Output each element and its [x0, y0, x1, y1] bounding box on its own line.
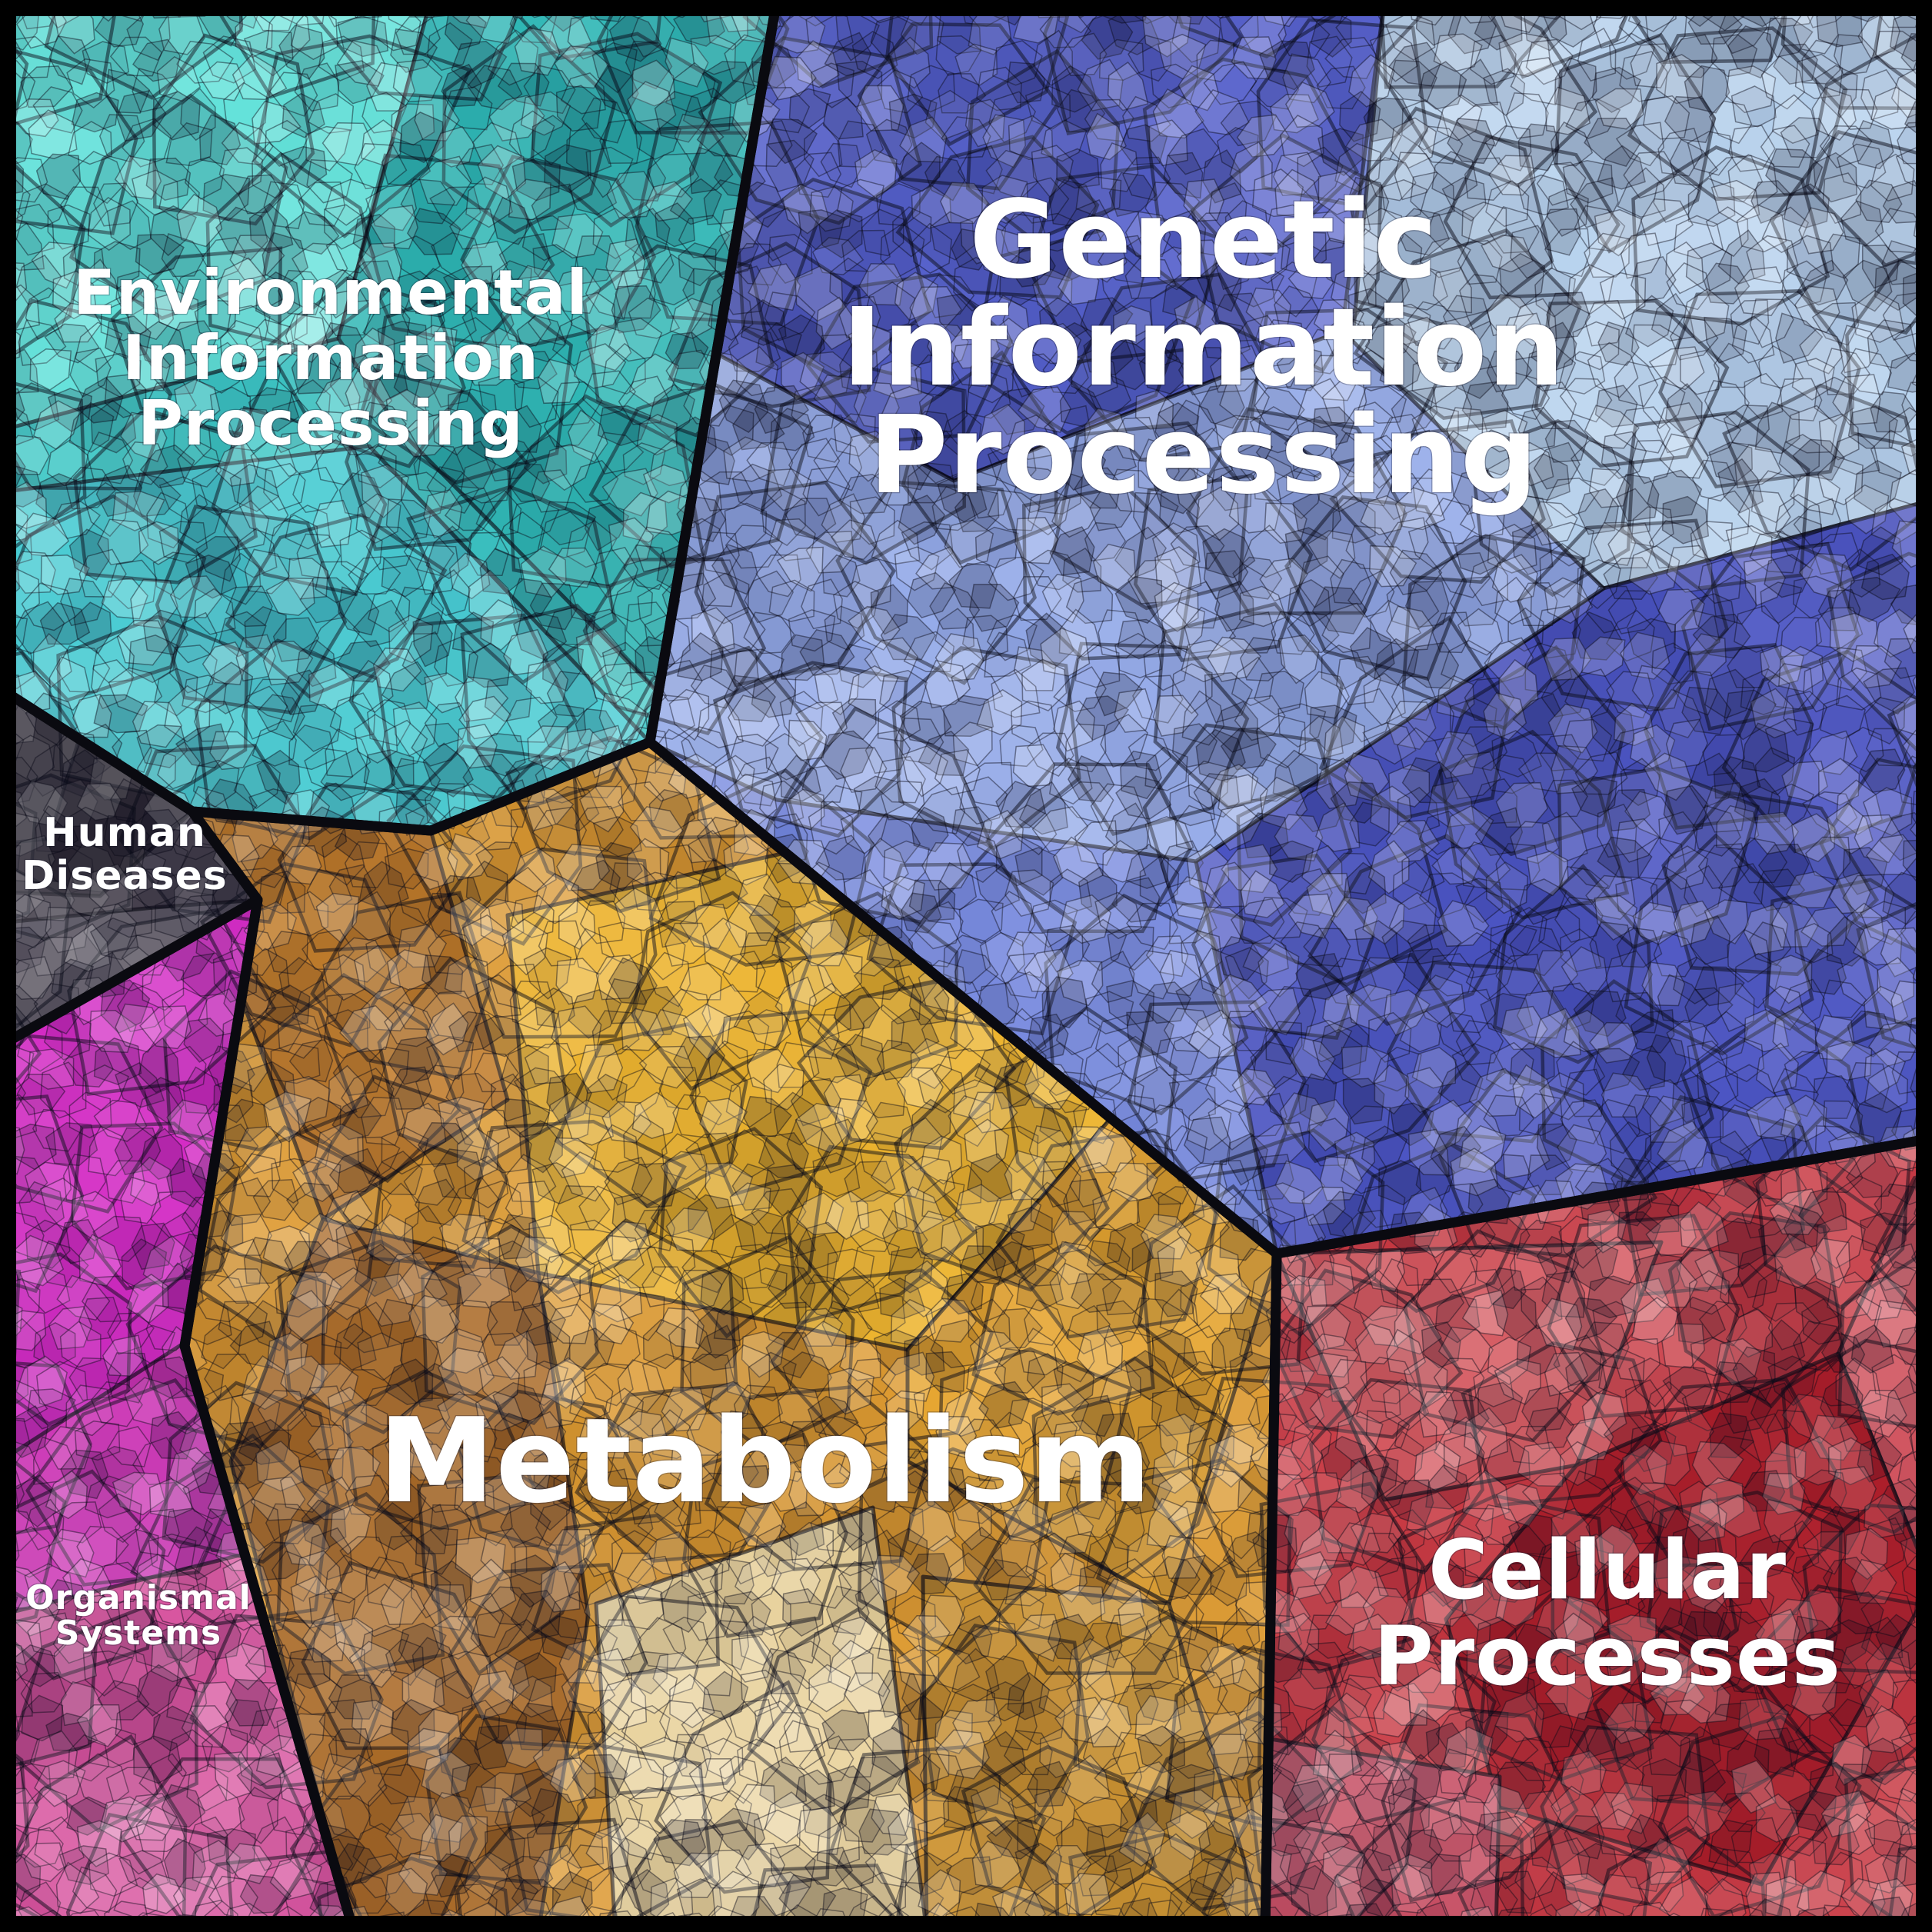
- label-environmental-information-processing: Processing: [138, 388, 524, 459]
- label-environmental-information-processing: Information: [122, 322, 539, 394]
- label-metabolism: Metabolism: [378, 1393, 1152, 1529]
- subzones-environmental-information-processing: [0, 0, 777, 831]
- region-border-cellular-processes: [1260, 1133, 1932, 1932]
- label-organismal-systems: Systems: [55, 1614, 222, 1653]
- subzones-metabolism: [190, 809, 1277, 1932]
- label-cellular-processes: Processes: [1374, 1609, 1841, 1704]
- subzone: [0, 444, 652, 831]
- label-human-diseases: Diseases: [22, 853, 227, 899]
- label-organismal-systems: Organismal: [25, 1578, 251, 1617]
- subzone: [594, 1505, 929, 1932]
- subzone: [921, 1574, 1267, 1932]
- region-border-organismal-systems: [0, 894, 359, 1932]
- subzone: [0, 1551, 354, 1932]
- label-genetic-information-processing: Information: [842, 285, 1565, 411]
- label-genetic-information-processing: Processing: [869, 393, 1538, 518]
- label-environmental-information-processing: Environmental: [73, 257, 588, 328]
- subzone: [228, 1217, 591, 1932]
- label-cellular-processes: Cellular: [1428, 1523, 1787, 1617]
- label-human-diseases: Human: [43, 810, 206, 856]
- label-genetic-information-processing: Genetic: [969, 178, 1437, 303]
